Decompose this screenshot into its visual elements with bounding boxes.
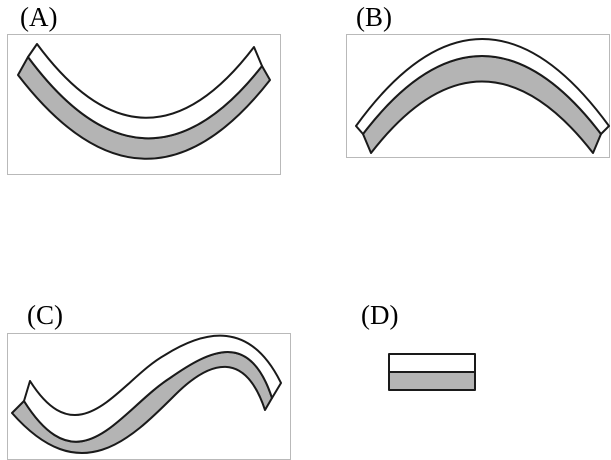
panel-d-bottom-layer	[388, 371, 476, 391]
panel-c-bottom-layer	[11, 351, 273, 455]
panel-d-label: (D)	[361, 300, 399, 330]
panel-b-bottom-layer	[362, 55, 602, 154]
panel-b-top-layer	[355, 38, 610, 135]
panel-a-frame	[7, 34, 281, 175]
panel-d-strip	[388, 353, 476, 391]
panel-b-frame	[346, 34, 610, 158]
panel-c-strip	[11, 334, 282, 455]
panel-c-label: (C)	[27, 300, 63, 330]
panel-d-top-layer	[388, 353, 476, 373]
panel-a-label: (A)	[20, 2, 58, 32]
panel-c-top-layer	[23, 334, 282, 443]
panel-b-strip	[355, 38, 610, 154]
panel-a-top-layer	[27, 43, 263, 140]
panel-a-strip	[17, 43, 271, 160]
panel-b-label: (B)	[356, 2, 392, 32]
